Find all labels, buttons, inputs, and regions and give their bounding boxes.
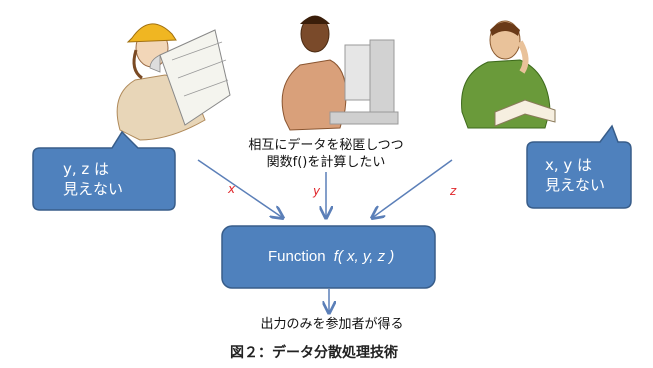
function-formula: f( x, y, z ): [333, 248, 395, 265]
output-text: 出力のみを参加者が得る: [260, 317, 404, 332]
left-speech-bubble: [32, 130, 176, 211]
computer-user-figure: [281, 15, 399, 131]
center-note-line1: 相互にデータを秘匿しつつ: [248, 138, 404, 153]
function-text: Function f( x, y, z ): [268, 248, 394, 265]
figure-caption: 図２：データ分散処理技術: [230, 345, 398, 361]
left-bubble-line2: 見えない: [63, 180, 124, 198]
right-bubble-line2: 見えない: [545, 176, 606, 194]
right-speech-bubble: [526, 124, 632, 209]
var-label-z: z: [450, 184, 457, 198]
right-bubble-line1: x, y は: [545, 156, 593, 174]
right-bubble-text: x, y は 見えない: [545, 155, 605, 195]
var-label-y: y: [313, 184, 321, 198]
engineer-figure: [116, 23, 231, 141]
left-bubble-line1: y, z は: [63, 160, 110, 178]
function-box: [221, 225, 436, 289]
center-note: 相互にデータを秘匿しつつ 関数f()を計算したい: [236, 137, 416, 171]
arrow-z: [372, 159, 453, 218]
reader-figure: [461, 20, 556, 129]
left-bubble-text: y, z は 見えない: [63, 159, 123, 199]
center-note-line2: 関数f()を計算したい: [266, 155, 386, 170]
function-label: Function: [268, 248, 326, 265]
var-label-x: x: [228, 182, 236, 196]
arrow-x: [197, 159, 283, 218]
